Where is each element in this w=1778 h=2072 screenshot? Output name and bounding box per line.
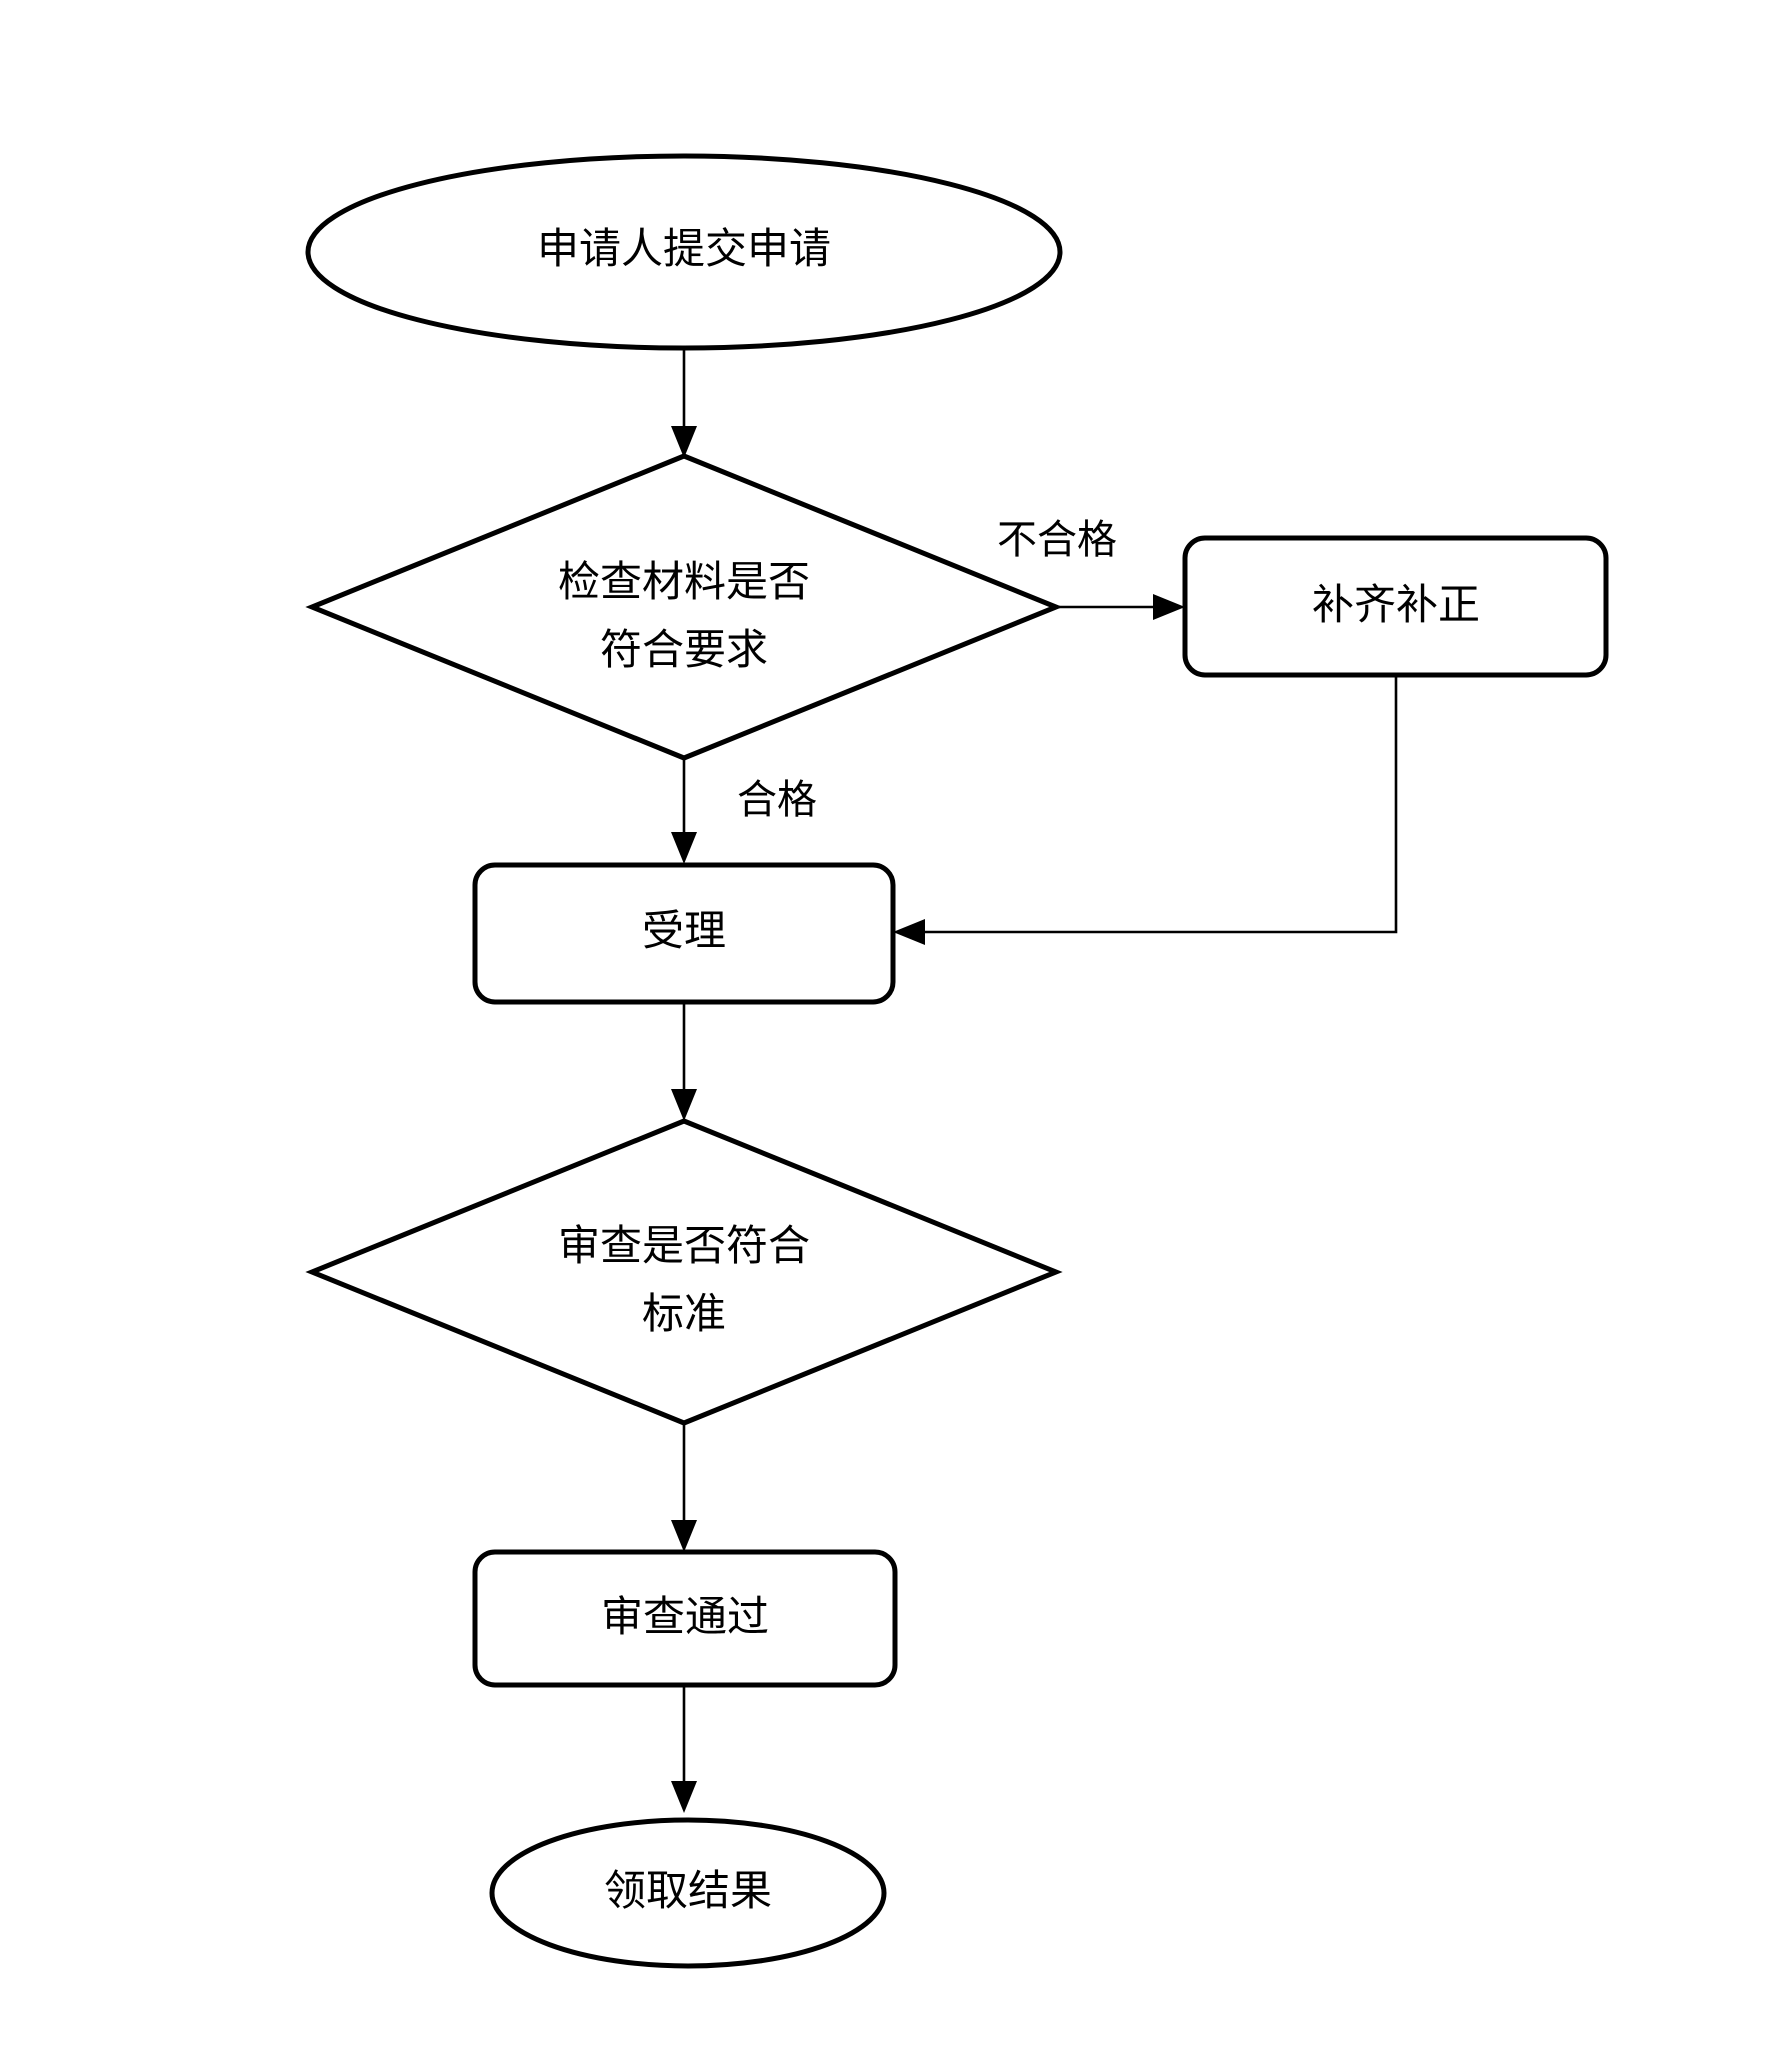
review-node-label-line1: 审查是否符合 — [557, 1224, 811, 1270]
arrowhead-down-icon — [671, 426, 697, 458]
end-ellipse-shape — [489, 1817, 887, 1969]
check-node-label: 检查材料是否 符合要求 — [558, 549, 810, 685]
arrowhead-down-icon — [671, 1089, 697, 1121]
arrow-passed-to-end — [671, 1685, 697, 1813]
arrow-review-to-passed — [671, 1423, 697, 1552]
accept-node-label: 受理 — [641, 909, 727, 955]
review-node-label: 审查是否符合 标准 — [558, 1213, 810, 1349]
arrow-supplement-to-accept — [893, 675, 1398, 945]
edge-label-fail: 不合格 — [997, 517, 1117, 562]
arrowhead-down-icon — [671, 1520, 697, 1552]
start-node-label: 申请人提交申请 — [536, 227, 832, 273]
arrowhead-left-icon — [893, 919, 925, 945]
check-node-label-line1: 检查材料是否 — [557, 560, 811, 606]
check-node-label-line2: 符合要求 — [599, 628, 769, 674]
arrowhead-right-icon — [1153, 594, 1185, 620]
arrowhead-down-icon — [671, 832, 697, 864]
end-node-label: 领取结果 — [603, 1869, 773, 1915]
review-node-label-line2: 标准 — [641, 1292, 727, 1338]
passed-node-label: 审查通过 — [600, 1595, 770, 1641]
arrow-accept-to-review — [671, 1002, 697, 1121]
arrow-start-to-check — [671, 348, 697, 458]
arrowhead-down-icon — [671, 1781, 697, 1813]
supplement-node-label: 补齐补正 — [1311, 583, 1481, 629]
arrow-check-to-accept — [671, 758, 697, 864]
arrow-check-to-supplement — [1056, 594, 1185, 620]
edge-label-pass: 合格 — [737, 777, 817, 822]
